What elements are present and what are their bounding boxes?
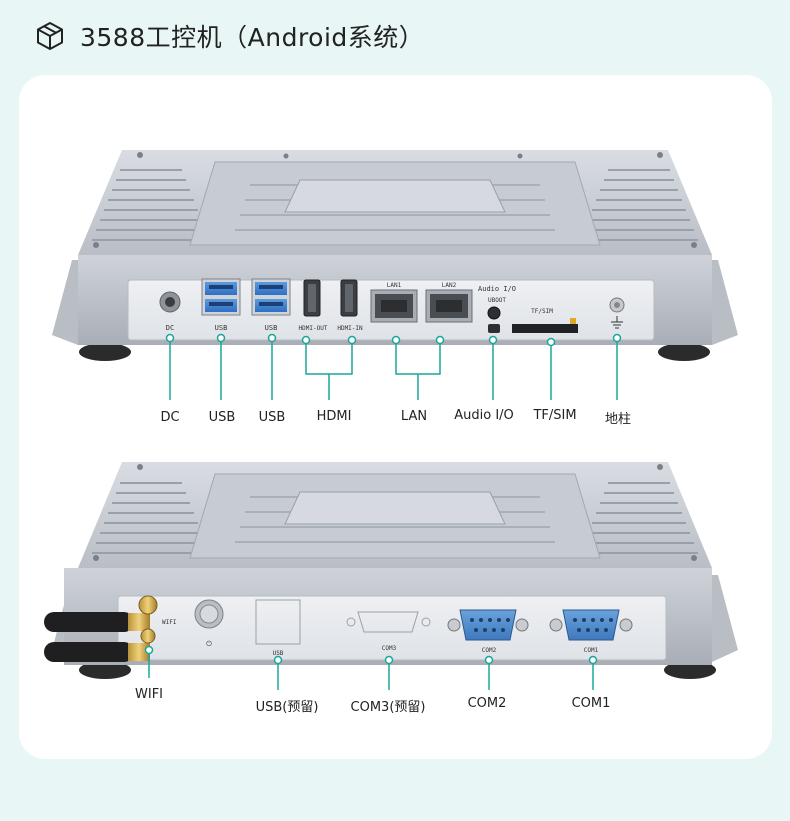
usb-reserved-port: USB (255, 599, 301, 657)
tf-sim-slot: TF/SIM (512, 308, 578, 333)
label-wifi: WIFI (135, 687, 163, 702)
svg-text:COM3: COM3 (382, 645, 397, 652)
page-title: 3588工控机（Android系统） (80, 23, 425, 52)
label-usb-2: USB (258, 410, 286, 425)
com2-port: COM2 (447, 609, 529, 654)
label-com2: COM2 (467, 696, 507, 711)
cube-icon (37, 22, 63, 50)
label-com1: COM1 (571, 696, 611, 711)
audio-port: Audio I/O UBOOT (478, 285, 516, 333)
svg-text:HDMI-IN: HDMI-IN (337, 325, 363, 332)
bottom-callout-lines (148, 650, 594, 690)
svg-text:⏻: ⏻ (206, 640, 212, 648)
svg-text:TF/SIM: TF/SIM (531, 308, 553, 315)
hdmi-out-port: HDMI-OUT (299, 279, 328, 332)
lan2-port: LAN2 (425, 282, 473, 323)
lan1-port: LAN1 (370, 282, 418, 323)
label-dc: DC (160, 410, 180, 425)
svg-text:WIFI: WIFI (162, 619, 177, 626)
svg-text:USB: USB (273, 650, 284, 657)
label-com3-reserved: COM3(预留) (350, 700, 426, 715)
hdmi-in-port: HDMI-IN (337, 279, 363, 332)
label-usb-1: USB (208, 410, 236, 425)
usb-port-2: USB (251, 278, 291, 332)
top-device: DC USB USB HDMI-OUT (52, 150, 738, 361)
bottom-callout-dots (144, 645, 598, 665)
com1-port: COM1 (549, 609, 633, 654)
dc-jack: DC (159, 291, 181, 332)
svg-text:UBOOT: UBOOT (488, 297, 506, 304)
svg-text:COM1: COM1 (584, 647, 599, 654)
svg-text:LAN2: LAN2 (442, 282, 457, 289)
svg-text:DC: DC (166, 324, 174, 332)
label-ground: 地柱 (604, 412, 632, 427)
svg-text:Audio I/O: Audio I/O (478, 285, 516, 293)
wifi-antennas: WIFI (44, 595, 177, 662)
usb-port-1: USB (201, 278, 241, 332)
label-hdmi: HDMI (316, 409, 352, 424)
svg-text:LAN1: LAN1 (387, 282, 402, 289)
label-usb-reserved: USB(预留) (255, 700, 319, 715)
svg-text:USB: USB (215, 324, 228, 332)
top-callout-lines (169, 338, 618, 400)
label-tf-sim: TF/SIM (533, 408, 577, 423)
svg-text:COM2: COM2 (482, 647, 497, 654)
com3-reserved-port: COM3 (346, 611, 431, 652)
label-lan: LAN (400, 409, 428, 424)
svg-text:USB: USB (265, 324, 278, 332)
power-button: ⏻ (194, 599, 224, 648)
page-header: 3588工控机（Android系统） (34, 14, 424, 58)
svg-text:HDMI-OUT: HDMI-OUT (299, 325, 328, 332)
ground-post (609, 297, 625, 329)
top-callout-dots (165, 333, 622, 347)
bottom-device: WIFI ⏻ USB COM3 COM2 (44, 462, 738, 679)
label-audio-io: Audio I/O (454, 408, 514, 423)
